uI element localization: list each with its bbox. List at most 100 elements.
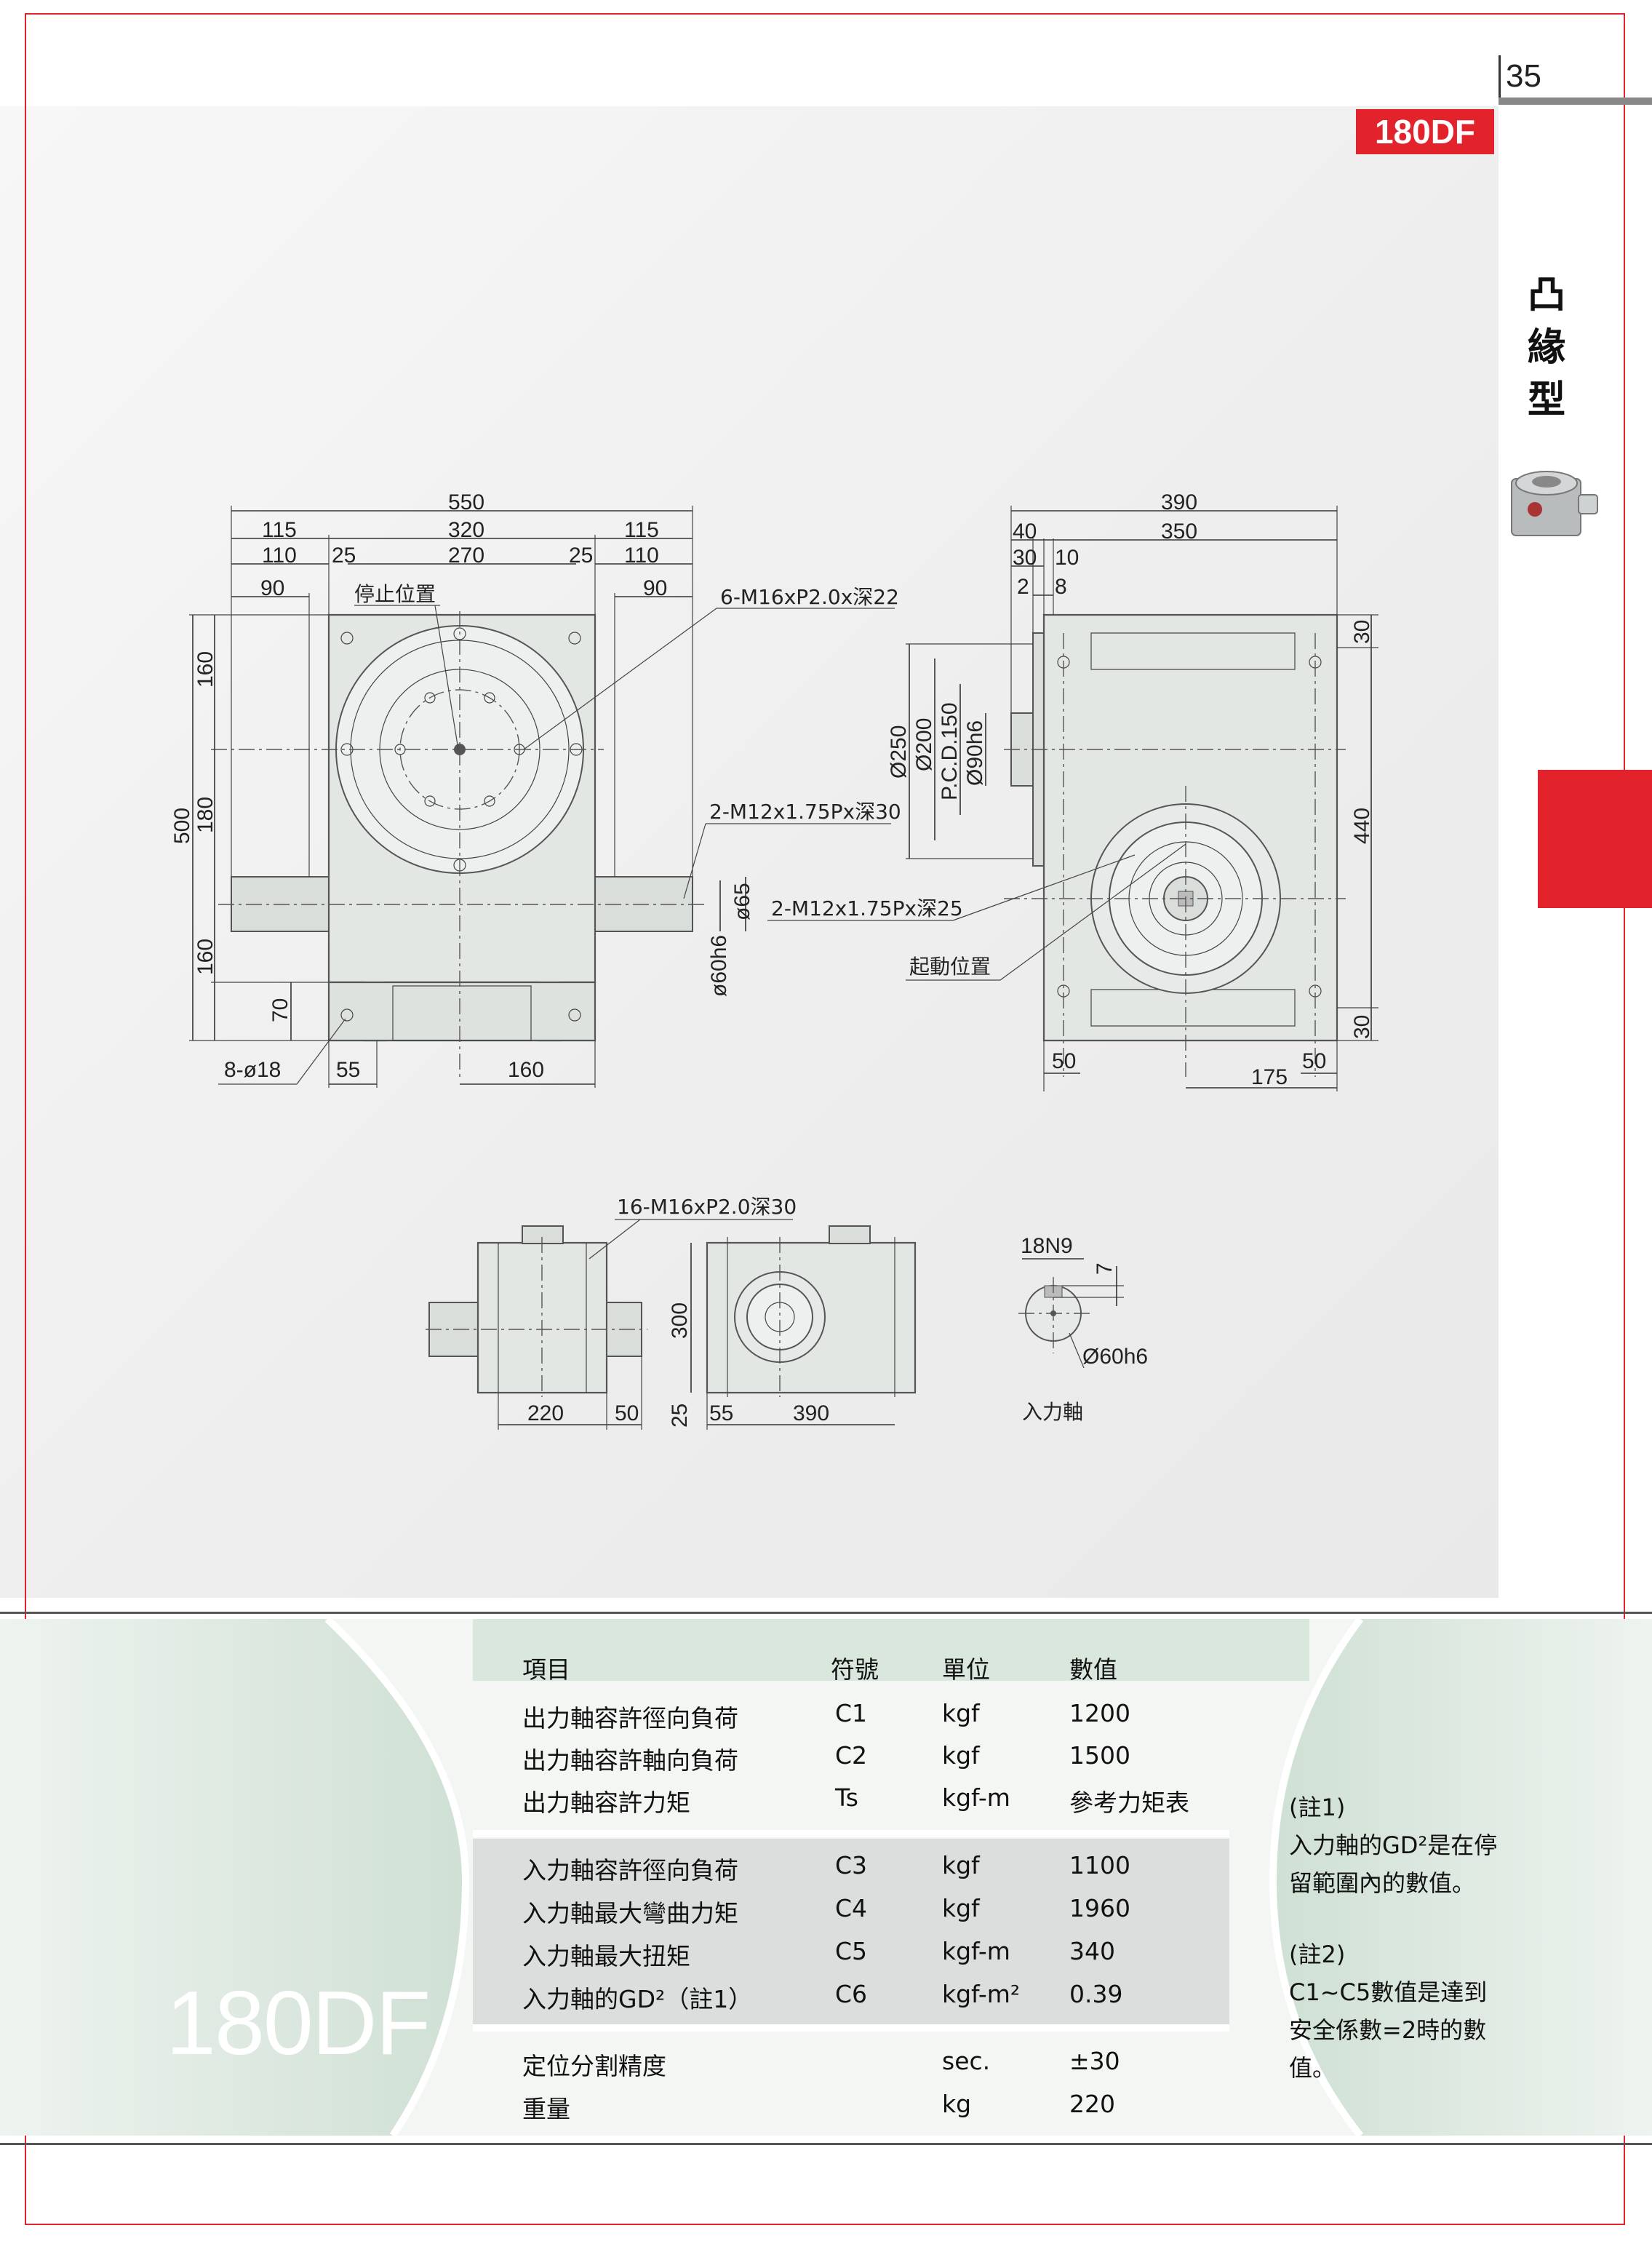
dim-label: 40	[1013, 520, 1037, 544]
dim-label: 115	[262, 518, 297, 542]
shaft-section: 18N9 7 Ø60h6 入力軸	[1018, 1234, 1148, 1424]
spec-unit: kg	[942, 2090, 972, 2118]
hole-note: 6-M16xP2.0x深22	[720, 585, 899, 609]
band-divider	[0, 2143, 1652, 2145]
spec-item: 出力軸容許徑向負荷	[522, 1704, 738, 1732]
spec-unit: kgf-m²	[942, 1980, 1021, 2008]
dim-label: 90	[260, 576, 284, 600]
dim-label: P.C.D.150	[938, 702, 962, 800]
note1-text: 入力軸的GD²是在停	[1289, 1831, 1498, 1859]
dim-label: Ø250	[887, 725, 911, 779]
dim-label: Ø90h6	[963, 720, 987, 786]
bottom-views: 220 50 300 25 55 390 16-M16xP2.0深30	[426, 1195, 917, 1430]
dim-label: 110	[262, 544, 297, 568]
spec-item: 定位分割精度	[522, 2052, 666, 2080]
dim-label: 10	[1055, 546, 1079, 570]
spec-unit: kgf	[942, 1699, 980, 1727]
band-model-label: 180DF	[166, 1973, 431, 2074]
front-view: 550 115 320 115 110 25 270 25 110 90 90 …	[170, 490, 901, 1088]
side-title: 凸 緣 型	[1525, 269, 1568, 426]
dim-label: 55	[336, 1058, 360, 1082]
spec-item: 出力軸容許力矩	[522, 1789, 690, 1817]
page-number: 35	[1506, 58, 1541, 94]
dim-label: 50	[615, 1401, 639, 1425]
hole-note: 2-M12x1.75Px深25	[771, 896, 963, 920]
dim-label: 220	[527, 1401, 564, 1425]
input-shaft-label: 入力軸	[1022, 1400, 1083, 1424]
dim-label: 300	[668, 1302, 692, 1339]
spec-value: 參考力矩表	[1069, 1789, 1189, 1817]
note2-title: (註2)	[1289, 1941, 1346, 1968]
dim-label: 500	[170, 808, 194, 844]
note2-text: C1~C5數值是達到	[1289, 1978, 1488, 2006]
spec-value: 1200	[1069, 1699, 1130, 1727]
spec-value: 1960	[1069, 1894, 1130, 1922]
spec-unit: sec.	[942, 2047, 991, 2075]
spec-value: 340	[1069, 1937, 1115, 1965]
spec-item: 入力軸最大彎曲力矩	[522, 1899, 738, 1927]
page-frame	[25, 13, 1625, 2225]
dim-label: 30	[1350, 1015, 1374, 1039]
dim-label: 2	[1017, 575, 1029, 599]
spec-unit: kgf	[942, 1894, 980, 1922]
spec-value: 0.39	[1069, 1980, 1123, 2008]
note2-text: 安全係數=2時的數	[1289, 2016, 1487, 2044]
dim-label: 550	[448, 490, 484, 514]
spec-unit: kgf	[942, 1741, 980, 1770]
note1-text: 留範圍內的數值。	[1289, 1869, 1476, 1897]
side-title-char: 型	[1527, 378, 1565, 422]
dim-label: Ø60h6	[1082, 1345, 1148, 1369]
dim-label: 70	[268, 998, 292, 1022]
dim-label: 25	[668, 1404, 692, 1428]
dim-label: 50	[1052, 1049, 1076, 1073]
header-unit: 單位	[942, 1655, 990, 1684]
dim-label: 30	[1013, 546, 1037, 570]
spec-band-graphic	[0, 1619, 1652, 2136]
side-title-char: 緣	[1527, 326, 1565, 370]
spec-symbol: Ts	[835, 1783, 858, 1812]
spec-symbol: C4	[835, 1894, 868, 1922]
header-item: 項目	[522, 1655, 570, 1684]
spec-symbol: C5	[835, 1937, 868, 1965]
spec-symbol: C3	[835, 1851, 868, 1879]
dim-label: Ø200	[912, 718, 936, 771]
dim-label: 390	[793, 1401, 829, 1425]
side-title-char: 凸	[1527, 274, 1565, 317]
header-bar	[1499, 98, 1652, 105]
spec-item: 出力軸容許軸向負荷	[522, 1746, 738, 1775]
spec-value: ±30	[1069, 2047, 1120, 2075]
dim-label: 18N9	[1021, 1234, 1073, 1258]
hole-note: 2-M12x1.75Px深30	[709, 800, 901, 824]
notes-block: (註1) 入力軸的GD²是在停 留範圍內的數值。 (註2) C1~C5數值是達到…	[1289, 1789, 1497, 2087]
spec-symbol: C2	[835, 1741, 868, 1770]
spec-unit: kgf-m	[942, 1937, 1010, 1965]
spec-item: 入力軸容許徑向負荷	[522, 1856, 738, 1885]
dim-label: 110	[624, 544, 659, 568]
spec-value: 1500	[1069, 1741, 1130, 1770]
spec-symbol: C6	[835, 1980, 868, 2008]
spec-symbol: C1	[835, 1699, 868, 1727]
note1-title: (註1)	[1289, 1794, 1346, 1821]
dim-label: 160	[508, 1058, 544, 1082]
dim-label: ø60h6	[707, 935, 731, 997]
dim-label: 25	[569, 544, 593, 568]
dim-label: 175	[1251, 1065, 1288, 1089]
dim-label: 160	[193, 939, 218, 975]
product-thumbnail-icon	[1511, 471, 1598, 536]
dim-label: 390	[1161, 490, 1197, 514]
spec-unit: kgf	[942, 1851, 980, 1879]
spec-item: 入力軸最大扭矩	[522, 1942, 690, 1970]
header-value: 數值	[1069, 1655, 1117, 1684]
dim-label: 440	[1350, 808, 1374, 844]
dim-label: 350	[1161, 520, 1197, 544]
band-divider	[0, 1612, 1652, 1614]
spec-value: 1100	[1069, 1851, 1130, 1879]
stop-position-label: 停止位置	[354, 582, 436, 606]
dim-label: 55	[709, 1401, 733, 1425]
dim-label: 8-ø18	[224, 1058, 281, 1082]
dim-label: 320	[448, 518, 484, 542]
dim-label: 7	[1093, 1262, 1117, 1275]
dim-label: 50	[1302, 1049, 1326, 1073]
dim-label: 160	[193, 651, 218, 688]
model-tag: 180DF	[1356, 109, 1494, 154]
